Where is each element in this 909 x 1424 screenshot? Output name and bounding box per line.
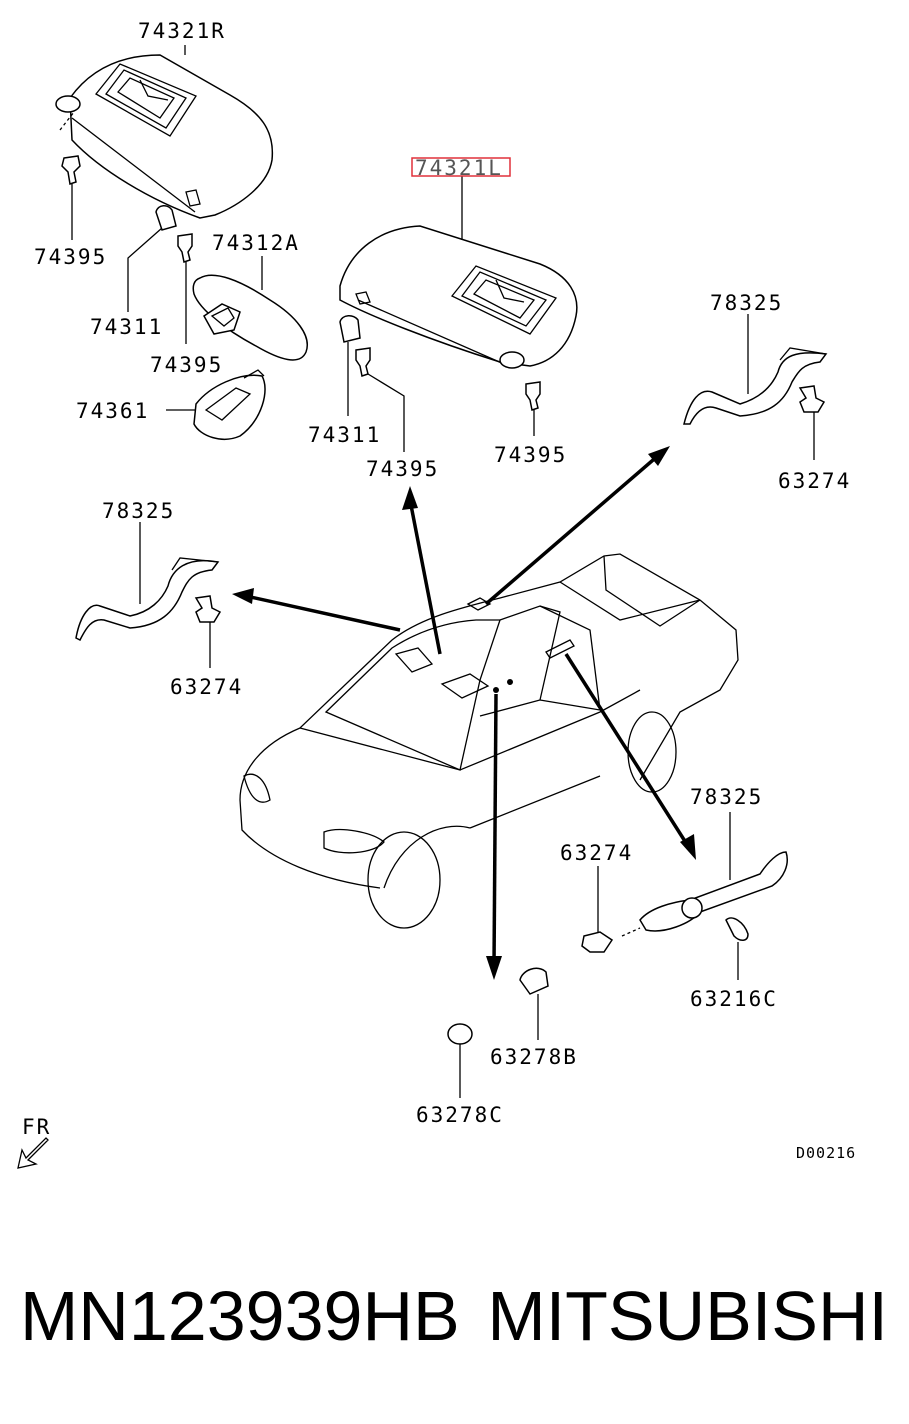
label-clip-rear: 63274 bbox=[560, 841, 633, 865]
label-holder-2: 74311 bbox=[308, 423, 381, 447]
screw-icon bbox=[61, 155, 81, 185]
label-visor-r: 74321R bbox=[138, 19, 226, 43]
label-grip-rear: 78325 bbox=[690, 785, 763, 809]
pointer-arrows bbox=[232, 446, 696, 980]
label-clip-left: 63274 bbox=[170, 675, 243, 699]
screw-icon bbox=[355, 347, 371, 377]
label-holder-1: 74311 bbox=[90, 315, 163, 339]
label-screw-1: 74395 bbox=[34, 245, 107, 269]
hook-cap bbox=[447, 1023, 473, 1045]
assist-grip-right bbox=[683, 347, 828, 425]
label-grip-left: 78325 bbox=[102, 499, 175, 523]
map-lamp bbox=[193, 369, 266, 440]
coat-hook bbox=[519, 967, 549, 995]
part-number: MN123939HB bbox=[20, 1277, 460, 1355]
front-arrow-icon bbox=[17, 1137, 49, 1169]
clip-icon bbox=[798, 385, 826, 413]
highlight-box bbox=[411, 157, 511, 177]
clip-icon bbox=[194, 595, 222, 623]
assist-grip-left bbox=[75, 557, 220, 642]
label-grip-right-top: 78325 bbox=[710, 291, 783, 315]
brand-name: MITSUBISHI bbox=[487, 1277, 888, 1355]
label-lamp: 74361 bbox=[76, 399, 149, 423]
rear-view-mirror bbox=[192, 274, 308, 361]
screw-icon bbox=[525, 381, 541, 411]
clip-icon bbox=[581, 931, 614, 953]
label-visor-l[interactable]: 74321L bbox=[415, 156, 503, 180]
label-mirror: 74312A bbox=[212, 231, 300, 255]
screw-icon bbox=[177, 233, 193, 263]
label-hook: 63278B bbox=[490, 1045, 578, 1069]
label-cap-rear: 63216C bbox=[690, 987, 778, 1011]
label-screw-4: 74395 bbox=[494, 443, 567, 467]
visor-holder-icon bbox=[339, 315, 361, 343]
label-screw-3: 74395 bbox=[366, 457, 439, 481]
assist-grip-rear bbox=[621, 851, 788, 937]
label-clip-right-top: 63274 bbox=[778, 469, 851, 493]
cap-icon bbox=[725, 917, 749, 941]
sun-visor-right bbox=[55, 54, 274, 219]
sun-visor-left bbox=[339, 225, 578, 369]
diagram-code: D00216 bbox=[796, 1144, 856, 1162]
front-label: FR bbox=[22, 1115, 51, 1139]
label-screw-2: 74395 bbox=[150, 353, 223, 377]
visor-holder-icon bbox=[155, 205, 177, 231]
label-hook-cap: 63278C bbox=[416, 1103, 504, 1127]
